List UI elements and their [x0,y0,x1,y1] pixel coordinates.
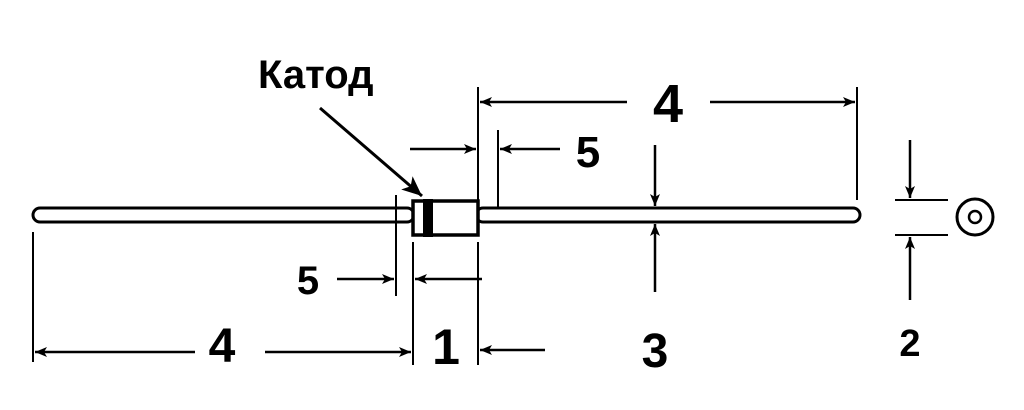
cathode-label: Катод [258,53,374,97]
dim-label-2: 2 [899,323,920,365]
cathode-leader-line [319,106,423,198]
dim-label-bottom-5: 5 [297,259,319,303]
end-view-inner [967,209,983,225]
cathode-band [423,199,433,237]
dim-label-3: 3 [642,325,669,378]
dim-label-1: 1 [432,319,460,375]
left-lead [31,206,416,224]
diode-body [411,199,480,237]
right-lead [474,206,862,224]
end-view-outer [955,197,995,237]
dim-label-top-5: 5 [576,128,600,177]
dim-label-bottom-4: 4 [209,320,236,373]
dim-label-top-4: 4 [653,74,683,134]
